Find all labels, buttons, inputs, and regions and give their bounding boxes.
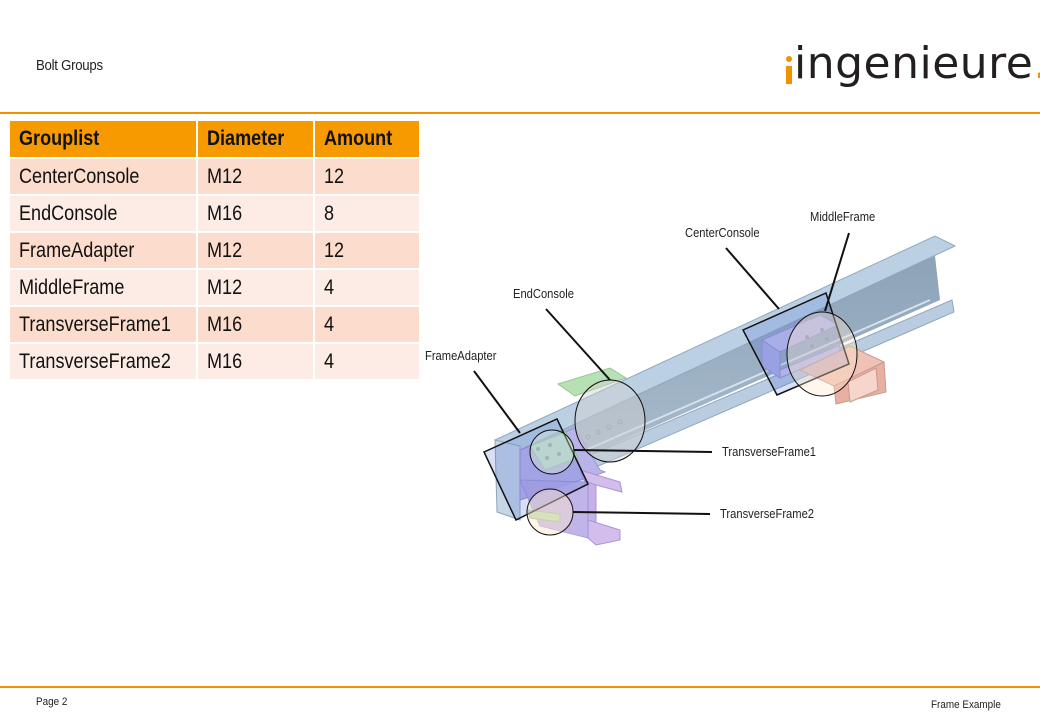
company-logo: ingenieure. <box>784 34 1040 94</box>
cell-diameter: M16 <box>195 194 315 233</box>
frame-adapter-highlight <box>482 418 589 522</box>
column-header-grouplist: Grouplist <box>8 119 198 159</box>
cell-amount: 4 <box>312 342 421 381</box>
cell-diameter: M12 <box>195 231 315 270</box>
cell-amount: 4 <box>312 305 421 344</box>
cell-diameter: M16 <box>195 305 315 344</box>
logo-die-mark <box>785 56 793 86</box>
cell-amount: 4 <box>312 268 421 307</box>
callout-middle-frame: MiddleFrame <box>810 209 876 224</box>
column-header-diameter: Diameter <box>195 119 315 159</box>
table-row: MiddleFrame M12 4 <box>8 268 421 307</box>
callout-center-console: CenterConsole <box>685 225 760 240</box>
leader-middle-frame <box>824 232 850 312</box>
table-row: FrameAdapter M12 12 <box>8 231 421 270</box>
header-divider <box>0 112 1040 114</box>
cell-amount: 12 <box>312 157 421 196</box>
cell-amount: 12 <box>312 231 421 270</box>
cell-diameter: M16 <box>195 342 315 381</box>
table-header-row: Grouplist Diameter Amount <box>8 119 421 159</box>
leader-transverse-frame-2 <box>572 511 711 515</box>
cell-grouplist: CenterConsole <box>8 157 198 196</box>
cell-diameter: M12 <box>195 268 315 307</box>
table-row: TransverseFrame1 M16 4 <box>8 305 421 344</box>
logo-wordmark: ingenieure. <box>794 38 1040 89</box>
main-i-beam <box>493 235 957 521</box>
transverse-frame-1-plate <box>529 431 579 471</box>
leader-center-console <box>725 247 780 310</box>
table-row: TransverseFrame2 M16 4 <box>8 342 421 381</box>
middle-frame-highlight <box>786 311 858 397</box>
footer-divider <box>0 686 1040 688</box>
cell-grouplist: TransverseFrame2 <box>8 342 198 381</box>
callout-leader-lines <box>473 232 850 515</box>
cell-grouplist: TransverseFrame1 <box>8 305 198 344</box>
callout-transverse-frame-1: TransverseFrame1 <box>722 444 817 459</box>
leader-frame-adapter <box>473 370 521 434</box>
slide-title: Bolt Groups <box>36 57 103 74</box>
table-row: EndConsole M16 8 <box>8 194 421 233</box>
callout-frame-adapter: FrameAdapter <box>425 348 497 363</box>
cell-grouplist: FrameAdapter <box>8 231 198 270</box>
transverse-frame-2-plate <box>527 509 561 523</box>
transverse-frame-1-highlight <box>529 429 575 475</box>
leader-transverse-frame-1 <box>573 449 713 453</box>
bolt-groups-table: Grouplist Diameter Amount CenterConsole … <box>8 119 421 381</box>
document-title: Frame Example <box>931 699 1001 711</box>
cell-grouplist: MiddleFrame <box>8 268 198 307</box>
page-number: Page 2 <box>36 696 68 708</box>
center-console-bracket <box>760 314 841 379</box>
cell-diameter: M12 <box>195 157 315 196</box>
cell-grouplist: EndConsole <box>8 194 198 233</box>
transverse-frame-2-highlight <box>526 488 574 536</box>
center-console-highlight <box>741 291 850 396</box>
leader-end-console <box>545 308 611 381</box>
end-console-plate <box>556 367 628 397</box>
callout-transverse-frame-2: TransverseFrame2 <box>720 506 815 521</box>
table-row: CenterConsole M12 12 <box>8 157 421 196</box>
column-header-amount: Amount <box>312 119 421 159</box>
cell-amount: 8 <box>312 194 421 233</box>
callout-end-console: EndConsole <box>513 286 574 301</box>
bolt-holes <box>536 328 829 460</box>
